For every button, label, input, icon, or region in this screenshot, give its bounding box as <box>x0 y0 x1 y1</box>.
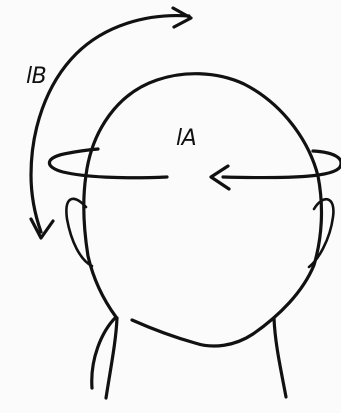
neck-right <box>274 318 286 397</box>
head-outline <box>84 74 322 388</box>
label-a: lA <box>176 126 196 151</box>
rotation-loop-left <box>49 149 167 178</box>
arrow-b-curve <box>31 16 189 232</box>
rotation-loop-right <box>223 151 341 178</box>
arrow-b-top-head <box>173 8 191 27</box>
arrow-b-bottom-head <box>31 219 53 238</box>
label-b: lB <box>26 64 46 89</box>
